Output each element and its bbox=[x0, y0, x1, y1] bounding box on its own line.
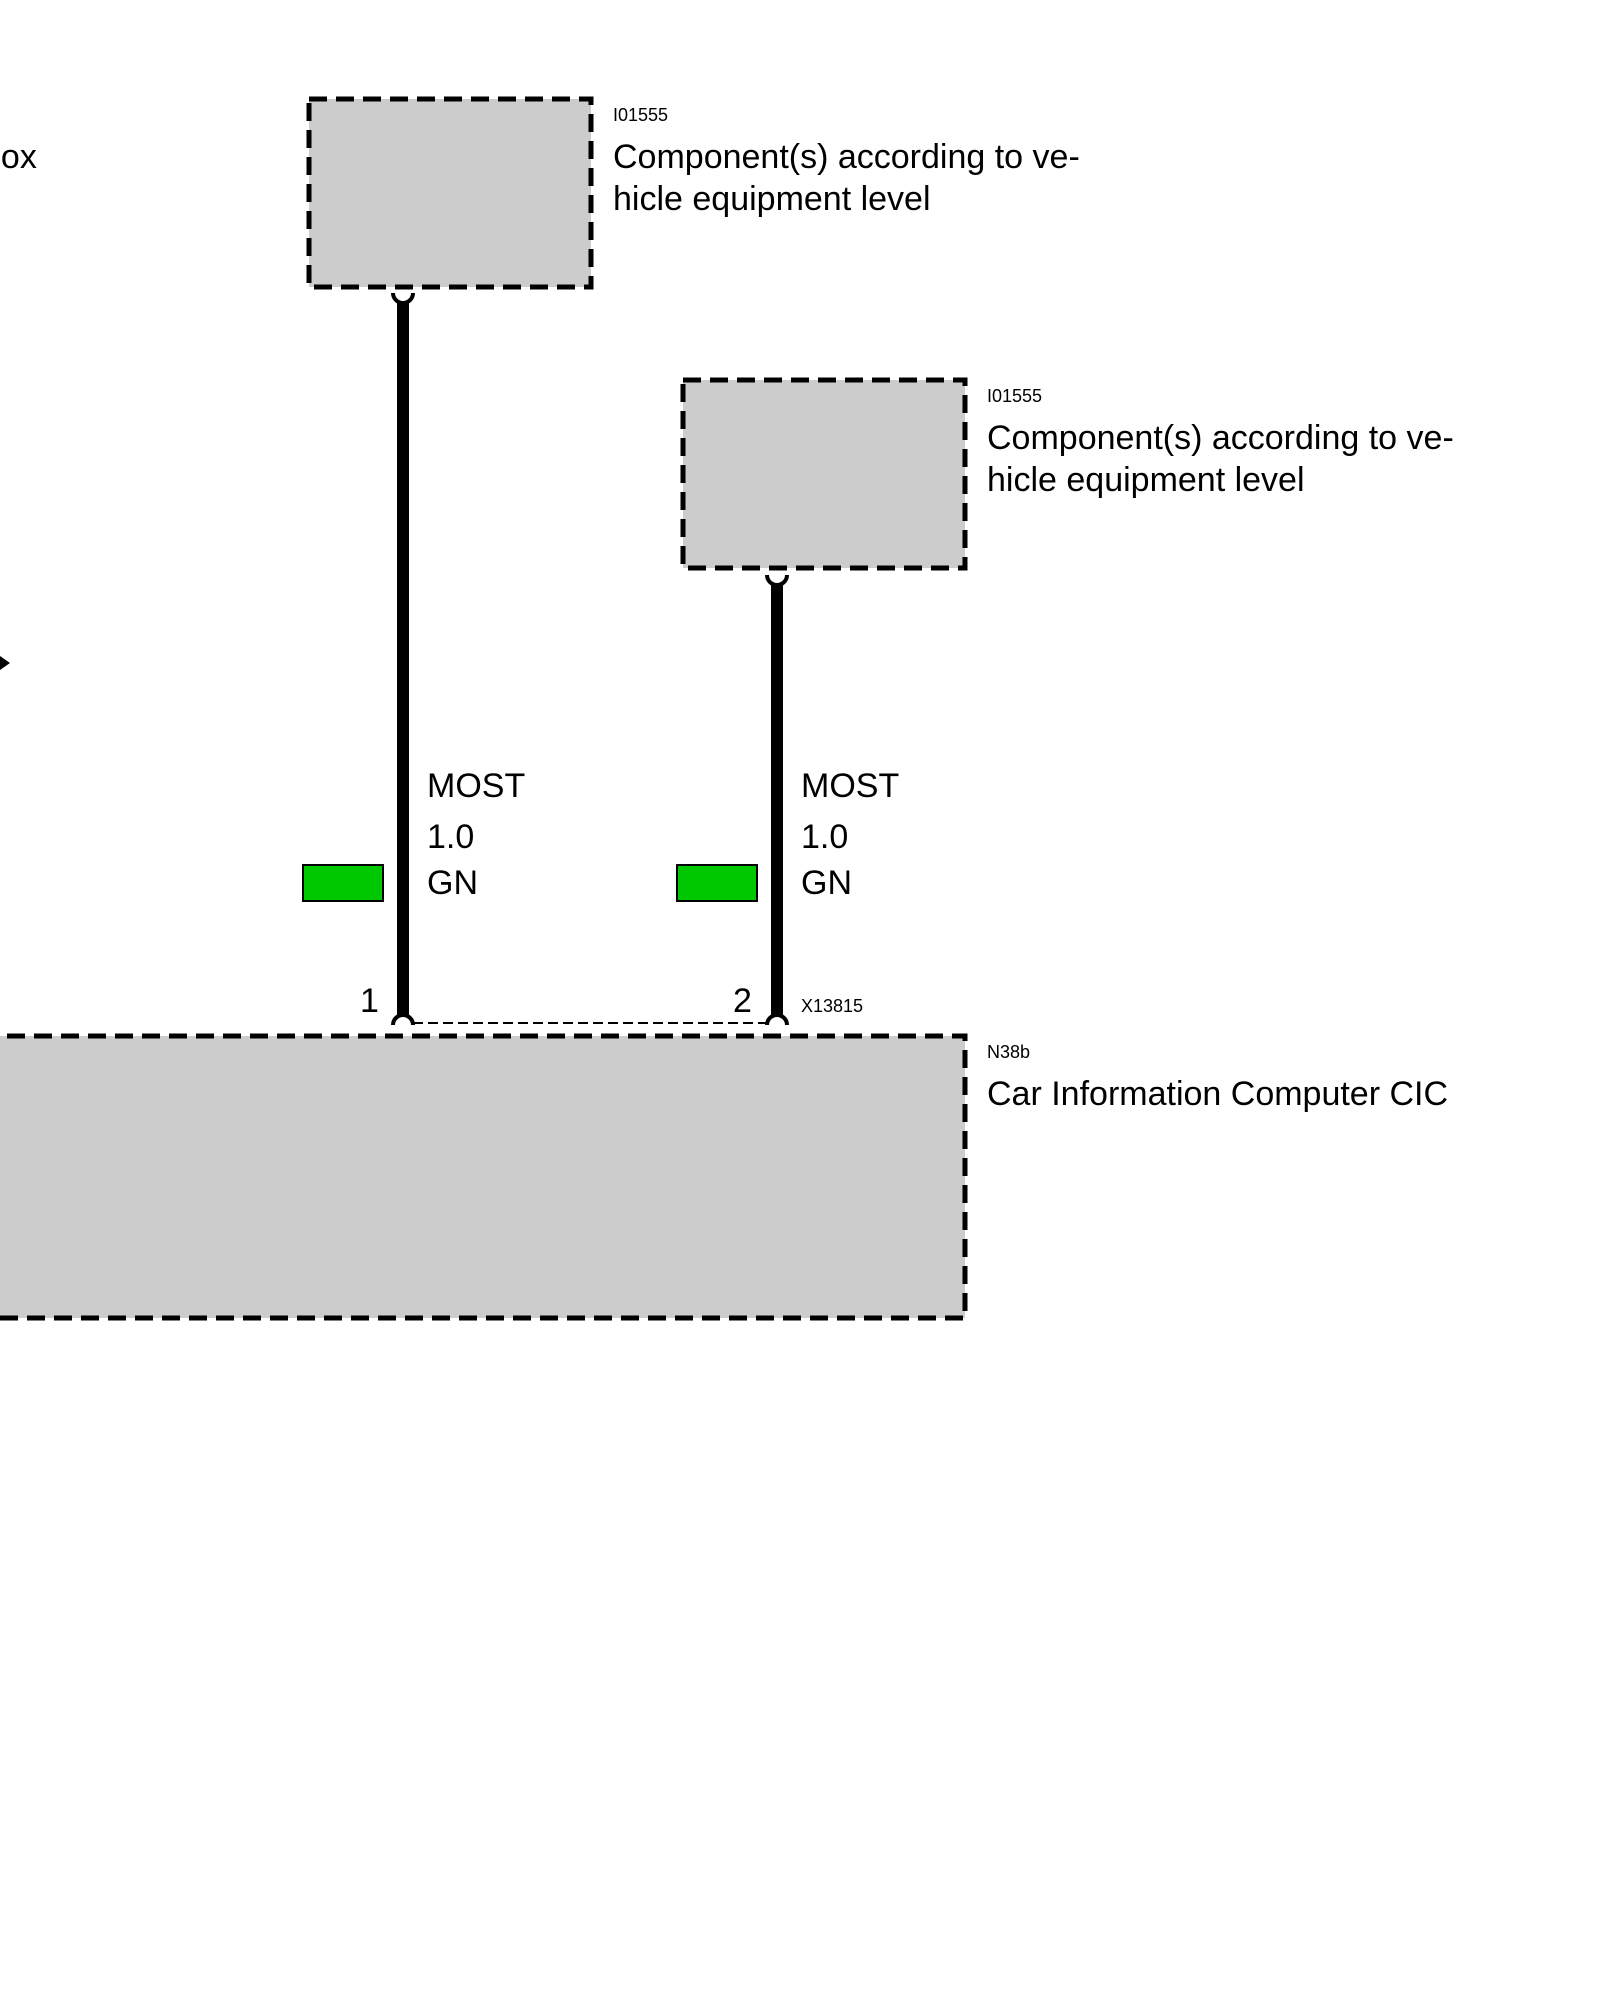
component-box-top-left bbox=[306, 96, 594, 290]
pin-socket-top-right-icon bbox=[765, 574, 789, 587]
wire-2-signal: MOST bbox=[801, 767, 899, 805]
control-unit-code: N38b bbox=[987, 1042, 1030, 1062]
control-unit-box bbox=[0, 1033, 968, 1321]
component-code-top-right: I01555 bbox=[987, 386, 1042, 406]
wire-2-color-swatch bbox=[676, 864, 758, 902]
pin-socket-pin2-icon bbox=[765, 1013, 789, 1026]
component-box-top-right-rect bbox=[680, 377, 968, 571]
pin-1-label: 1 bbox=[360, 982, 379, 1020]
component-desc-top-right-line1: Component(s) according to ve- bbox=[987, 419, 1454, 457]
wire-2-cross-section: 1.0 bbox=[801, 818, 848, 856]
partial-left-label: box bbox=[0, 138, 37, 176]
pin-2-label: 2 bbox=[733, 982, 752, 1020]
component-box-top-right bbox=[680, 377, 968, 571]
arrow-tip-icon bbox=[0, 656, 10, 670]
control-unit-box-rect bbox=[0, 1033, 968, 1321]
wire-1-signal: MOST bbox=[427, 767, 525, 805]
component-code-top-left: I01555 bbox=[613, 105, 668, 125]
wire-1-cross-section: 1.0 bbox=[427, 818, 474, 856]
pin-socket-pin1-icon bbox=[391, 1013, 415, 1026]
component-desc-top-left-line1: Component(s) according to ve- bbox=[613, 138, 1080, 176]
wire-1-color-code: GN bbox=[427, 864, 478, 902]
component-desc-top-left-line2: hicle equipment level bbox=[613, 180, 931, 218]
component-desc-top-right-line2: hicle equipment level bbox=[987, 461, 1305, 499]
wire-1-color-swatch bbox=[302, 864, 384, 902]
wire-2-color-code: GN bbox=[801, 864, 852, 902]
control-unit-description: Car Information Computer CIC bbox=[987, 1075, 1448, 1113]
pin-socket-top-left-icon bbox=[391, 292, 415, 305]
connector-code: X13815 bbox=[801, 996, 863, 1016]
component-box-top-left-rect bbox=[306, 96, 594, 290]
